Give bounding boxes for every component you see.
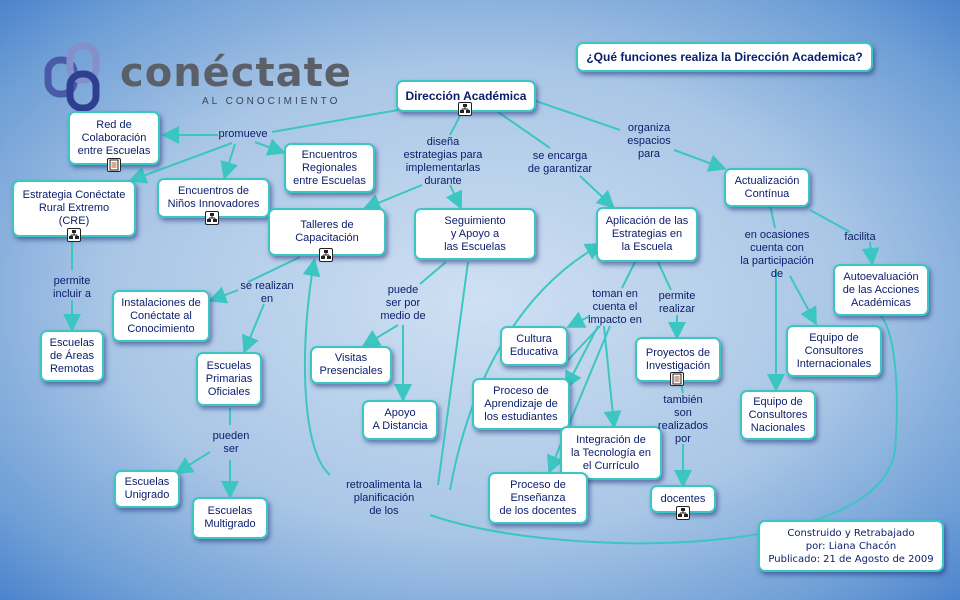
node-label: Cultura Educativa xyxy=(509,333,559,358)
node-label: Encuentros Regionales entre Escuelas xyxy=(293,148,366,187)
node-label: Escuelas Unigrado xyxy=(124,476,170,501)
node-aplicacion-estrategias[interactable]: Aplicación de las Estrategias en la Escu… xyxy=(596,207,698,262)
logo-tagline: AL CONOCIMIENTO xyxy=(202,96,341,107)
concept-map-link-icon[interactable] xyxy=(458,102,472,116)
node-actualizacion-continua[interactable]: Actualización Contínua xyxy=(724,168,810,207)
credits-line-1: Construido y Retrabajado xyxy=(787,527,915,539)
node-consultores-internacionales[interactable]: Equipo de Consultores Internacionales xyxy=(786,325,882,377)
node-label: Encuentros de Niños Innovadores xyxy=(167,185,260,210)
node-label: Estrategia Conéctate Rural Extremo (CRE) xyxy=(22,189,126,227)
node-label: Actualización Contínua xyxy=(734,174,800,200)
link-label-toman: toman en cuenta el impacto en xyxy=(588,288,642,326)
node-red-colaboracion[interactable]: Red de Colaboración entre Escuelas xyxy=(68,111,160,165)
node-label: Escuelas Multigrado xyxy=(204,505,256,530)
link-label-promueve: promueve xyxy=(218,128,268,140)
node-apoyo-distancia[interactable]: Apoyo A Distancia xyxy=(362,400,438,440)
node-encuentros-regionales[interactable]: Encuentros Regionales entre Escuelas xyxy=(284,143,375,193)
node-label: Instalaciones de Conéctate al Conocimien… xyxy=(121,296,201,335)
node-cultura-educativa[interactable]: Cultura Educativa xyxy=(500,326,568,366)
link-label-garantizar: se encarga de garantizar xyxy=(527,150,593,175)
link-label-facilita: facilita xyxy=(844,231,876,243)
node-estrategia-cre[interactable]: Estrategia Conéctate Rural Extremo (CRE) xyxy=(12,180,136,237)
node-label: docentes xyxy=(660,492,706,505)
node-label: Red de Colaboración entre Escuelas xyxy=(77,118,151,157)
link-label-disena: diseña estrategias para implementarlas d… xyxy=(403,136,483,187)
concept-map-link-icon[interactable] xyxy=(319,248,333,262)
node-visitas-presenciales[interactable]: Visitas Presenciales xyxy=(310,346,392,384)
node-proceso-ensenanza[interactable]: Proceso de Enseñanza de los docentes xyxy=(488,472,588,524)
node-escuelas-multigrado[interactable]: Escuelas Multigrado xyxy=(192,497,268,539)
logo-word: conéctate xyxy=(120,50,352,96)
node-label: Autoevaluación de las Acciones Académica… xyxy=(842,270,920,309)
credits-line-2: por: Liana Chacón xyxy=(805,540,897,552)
node-label: Dirección Académica xyxy=(405,88,527,103)
node-consultores-nacionales[interactable]: Equipo de Consultores Nacionales xyxy=(740,390,816,440)
node-label: Equipo de Consultores Nacionales xyxy=(748,395,808,434)
link-label-ocasiones: en ocasiones cuenta con la participación… xyxy=(740,229,814,280)
node-label: Seguimiento y Apoyo a las Escuelas xyxy=(444,214,506,253)
credits-box: Construido y Retrabajado por: Liana Chac… xyxy=(758,520,944,572)
concept-map-link-icon[interactable] xyxy=(205,211,219,225)
concept-map-link-icon[interactable] xyxy=(676,506,690,520)
node-label: Proceso de Enseñanza de los docentes xyxy=(499,478,577,517)
node-label: Talleres de Capacitación xyxy=(295,219,359,244)
node-label: Proceso de Aprendizaje de los estudiante… xyxy=(484,384,558,423)
node-label: Escuelas Primarias Oficiales xyxy=(205,359,253,398)
node-autoevaluacion[interactable]: Autoevaluación de las Acciones Académica… xyxy=(833,264,929,316)
node-instalaciones[interactable]: Instalaciones de Conéctate al Conocimien… xyxy=(112,290,210,342)
link-label-permite-realizar: permite realizar xyxy=(658,290,696,315)
node-escuelas-primarias[interactable]: Escuelas Primarias Oficiales xyxy=(196,352,262,406)
conectate-logo: conéctate AL CONOCIMIENTO xyxy=(40,40,370,115)
focus-question: ¿Qué funciones realiza la Dirección Acad… xyxy=(576,42,873,72)
node-label: Integración de la Tecnología en el Currí… xyxy=(571,433,651,472)
node-label: Apoyo A Distancia xyxy=(372,407,428,432)
node-label: Equipo de Consultores Internacionales xyxy=(796,331,872,370)
chain-links-icon xyxy=(44,42,100,112)
link-label-retroalimenta: retroalimenta la planificación de los xyxy=(346,479,422,517)
node-seguimiento-apoyo[interactable]: Seguimiento y Apoyo a las Escuelas xyxy=(414,208,536,260)
link-label-organiza: organiza espacios para xyxy=(627,122,671,160)
link-label-puede-ser: puede ser por medio de xyxy=(380,284,426,322)
link-label-pueden-ser: pueden ser xyxy=(212,430,250,455)
document-link-icon[interactable] xyxy=(107,158,121,172)
concept-map-link-icon[interactable] xyxy=(67,228,81,242)
link-label-permite-incluir: permite incluir a xyxy=(53,275,91,300)
credits-line-3: Publicado: 21 de Agosto de 2009 xyxy=(768,553,934,565)
node-proceso-aprendizaje[interactable]: Proceso de Aprendizaje de los estudiante… xyxy=(472,378,570,430)
document-link-icon[interactable] xyxy=(670,372,684,386)
link-label-tambien: también son realizados por xyxy=(657,394,709,445)
link-label-realizan: se realizan en xyxy=(240,280,294,305)
node-escuelas-remotas[interactable]: Escuelas de Áreas Remotas xyxy=(40,330,104,382)
node-label: Visitas Presenciales xyxy=(319,352,383,377)
node-escuelas-unigrado[interactable]: Escuelas Unigrado xyxy=(114,470,180,508)
node-label: Escuelas de Áreas Remotas xyxy=(49,336,95,375)
node-integracion-tecnologia[interactable]: Integración de la Tecnología en el Currí… xyxy=(560,426,662,480)
node-label: Proyectos de Investigación xyxy=(645,346,711,372)
node-label: Aplicación de las Estrategias en la Escu… xyxy=(605,215,689,253)
